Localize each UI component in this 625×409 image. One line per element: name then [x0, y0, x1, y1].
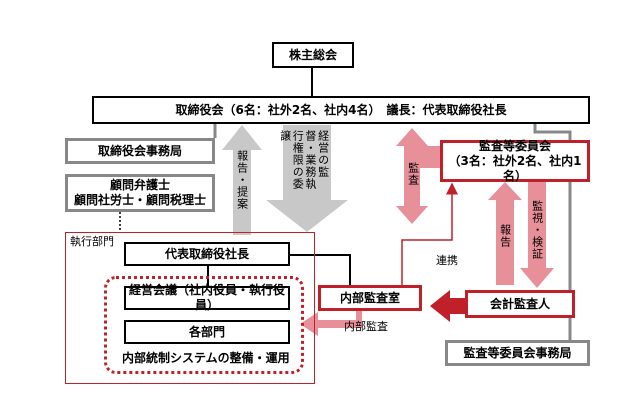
report-proposal-label: 報告・提案 — [235, 150, 249, 210]
line-president-internal-audit — [290, 254, 351, 290]
arrow-report — [488, 182, 522, 285]
management-meeting-label: 経営会議（社内役員・執行役員） — [128, 283, 285, 312]
audit-committee-line-1: 監査等委員会 — [478, 138, 551, 153]
arrow-accounting-to-internal — [430, 290, 465, 322]
audit-committee-line-2: （3名：社外2名、社内1名） — [448, 153, 582, 183]
president-box: 代表取締役社長 — [124, 242, 290, 266]
board-secretariat-box: 取締役会事務局 — [65, 138, 215, 164]
president-label: 代表取締役社長 — [164, 246, 249, 261]
audit-committee-box: 監査等委員会 （3名：社外2名、社内1名） — [440, 138, 590, 183]
cooperation-label: 連携 — [436, 254, 458, 267]
report-label: 報告 — [498, 224, 512, 248]
delegation-label: 経営の監督・業務執行権限の委譲 — [278, 130, 330, 190]
shareholders-meeting-label: 株主総会 — [288, 47, 337, 62]
advisors-box: 顧問弁護士 顧問社労士・顧問税理士 — [65, 174, 215, 212]
executive-division-region — [65, 232, 315, 384]
advisors-line-1: 顧問弁護士 — [109, 178, 170, 192]
audit-committee-secretariat-box: 監査等委員会事務局 — [445, 340, 590, 366]
internal-audit-label: 内部監査 — [344, 320, 388, 333]
audit-committee-secretariat-label: 監査等委員会事務局 — [463, 345, 572, 360]
arrow-delegation — [266, 125, 348, 232]
internal-control-label: 内部統制システムの整備・運用 — [122, 351, 290, 365]
advisors-line-2: 顧問社労士・顧問税理士 — [73, 193, 206, 207]
arrow-audit-horizontal — [420, 146, 440, 168]
board-secretariat-label: 取締役会事務局 — [97, 143, 182, 158]
departments-label: 各部門 — [188, 324, 225, 339]
arrow-monitor-verify — [520, 182, 554, 288]
internal-audit-office-label: 内部監査室 — [339, 290, 400, 305]
internal-control-region — [104, 276, 304, 374]
accounting-auditor-box: 会計監査人 — [465, 290, 575, 318]
arrow-report-proposal — [222, 125, 262, 235]
management-meeting-box: 経営会議（社内役員・執行役員） — [124, 283, 290, 312]
line-cooperation — [401, 182, 458, 286]
arrow-internal-audit — [300, 306, 362, 336]
board-label: 取締役会（6名：社外2名、社内4名） 議長：代表取締役社長 — [175, 102, 507, 117]
executive-division-label: 執行部門 — [70, 235, 114, 248]
board-box: 取締役会（6名：社外2名、社内4名） 議長：代表取締役社長 — [92, 96, 590, 124]
monitor-verify-label: 監視・検証 — [530, 200, 544, 260]
audit-label: 監査 — [406, 162, 420, 186]
line-board-audit-secretariat — [533, 122, 572, 340]
shareholders-meeting-box: 株主総会 — [272, 42, 354, 68]
accounting-auditor-label: 会計監査人 — [489, 296, 550, 311]
departments-box: 各部門 — [124, 320, 290, 344]
internal-audit-office-box: 内部監査室 — [318, 285, 422, 311]
